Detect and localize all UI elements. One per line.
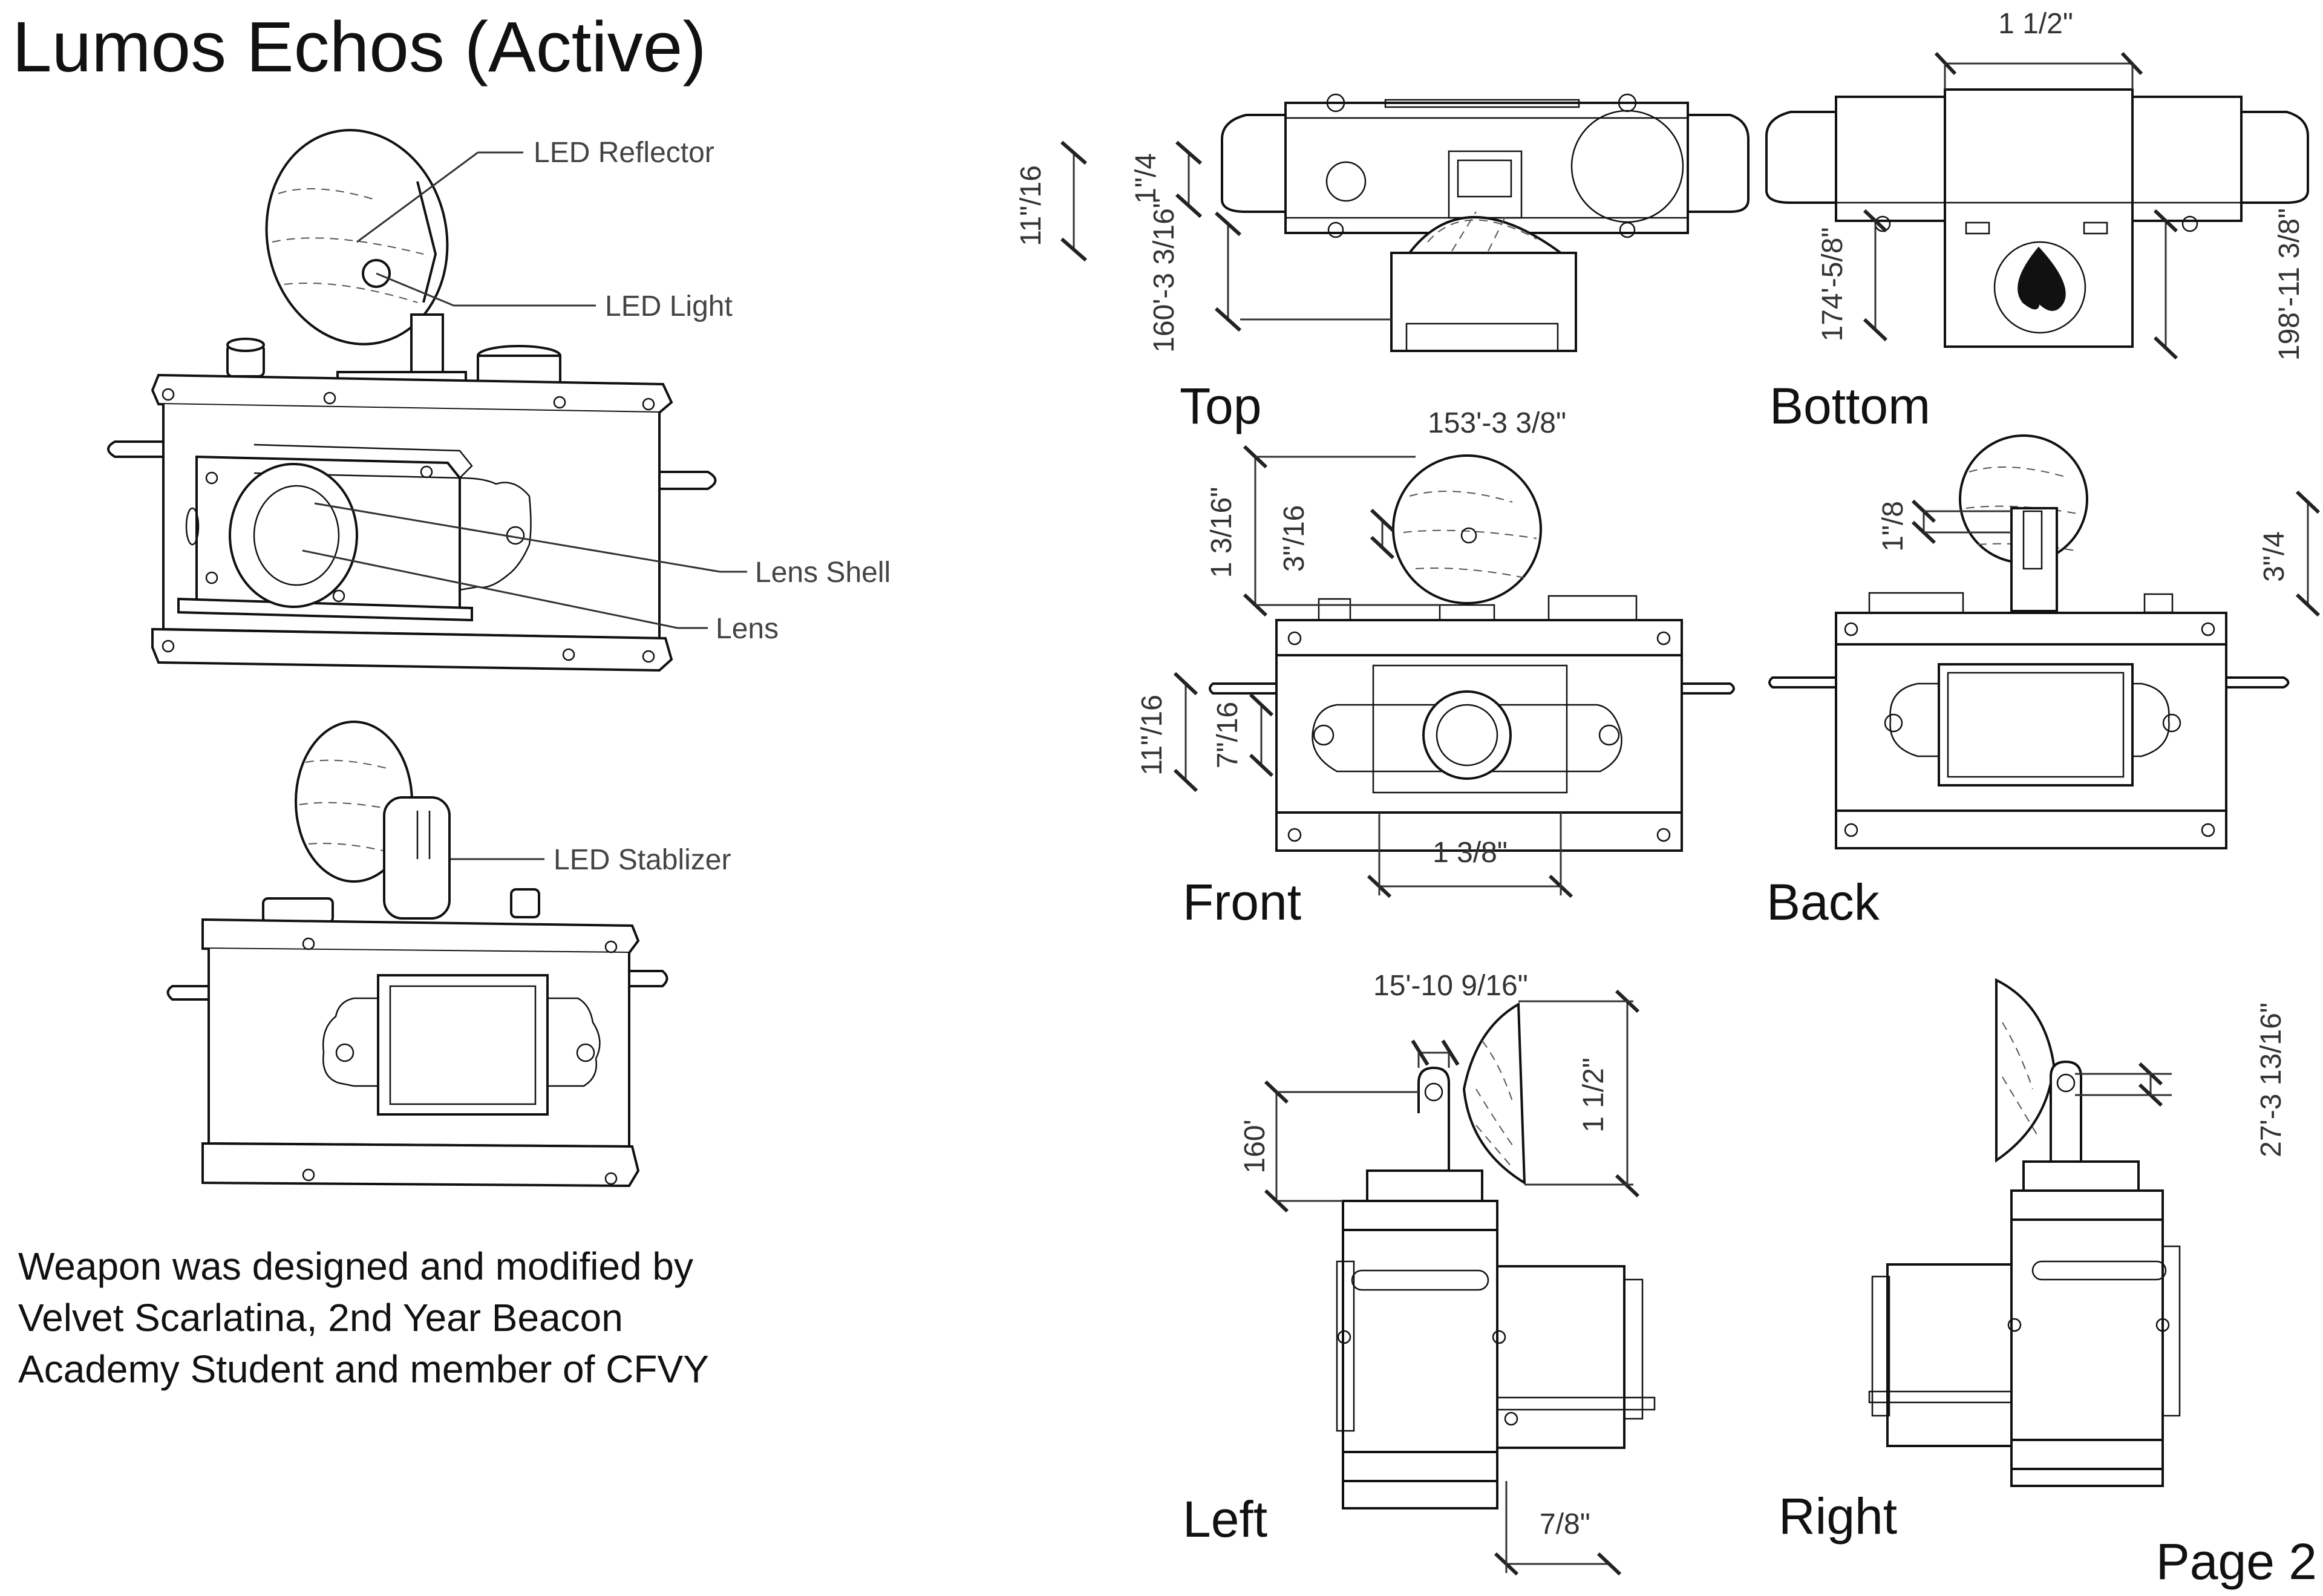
label-right-view: Right bbox=[1779, 1488, 1897, 1545]
dim-front-c: 11"/16 bbox=[1136, 695, 1168, 776]
dim-front-b: 3"/16 bbox=[1278, 505, 1310, 572]
credit-line-3: Academy Student and member of CFVY bbox=[18, 1347, 709, 1391]
dim-left-b: 1 1/2" bbox=[1578, 1058, 1610, 1133]
callout-led-reflector: LED Reflector bbox=[534, 137, 714, 169]
bottom-view bbox=[1765, 88, 2309, 348]
bottom-view-dimensions bbox=[1863, 51, 2178, 360]
dim-back-a: 1"/8 bbox=[1877, 501, 1909, 552]
sheet-title: Lumos Echos (Active) bbox=[12, 7, 707, 87]
dim-top-a: 11"/16 bbox=[1015, 165, 1047, 246]
label-bottom-view: Bottom bbox=[1769, 378, 1930, 434]
right-view bbox=[1868, 978, 2181, 1487]
dim-left-top: 15'-10 9/16" bbox=[1373, 970, 1528, 1002]
right-view-dimensions bbox=[2075, 1062, 2172, 1107]
callout-lens: Lens bbox=[716, 613, 779, 645]
label-front-view: Front bbox=[1183, 874, 1301, 930]
dim-bottom-a: 174'-5/8" bbox=[1817, 227, 1849, 342]
heart-emblem-icon bbox=[2018, 246, 2066, 311]
left-view-dimensions bbox=[1264, 989, 1640, 1576]
back-view bbox=[1768, 434, 2290, 849]
label-left-view: Left bbox=[1183, 1491, 1267, 1548]
dim-front-width: 153'-3 3/8" bbox=[1428, 407, 1566, 439]
dim-top-c: 160'-3 3/16" bbox=[1148, 198, 1180, 353]
dim-left-a: 160' bbox=[1239, 1119, 1271, 1173]
callout-lens-shell: Lens Shell bbox=[755, 557, 890, 589]
screen-icon bbox=[377, 974, 549, 1116]
front-view bbox=[1209, 454, 1735, 852]
dim-top-b: 1"/4 bbox=[1130, 153, 1162, 204]
left-view bbox=[1336, 1002, 1656, 1509]
dim-back-b: 3"/4 bbox=[2258, 531, 2290, 582]
page-label: Page 2 bbox=[2156, 1533, 2317, 1590]
back-view-dimensions bbox=[1911, 490, 2321, 617]
dim-bottom-b: 198'-11 3/8" bbox=[2273, 208, 2305, 361]
dim-front-d: 7"/16 bbox=[1212, 702, 1244, 768]
label-back-view: Back bbox=[1766, 874, 1880, 930]
isometric-back-view bbox=[166, 721, 668, 1188]
label-top-view: Top bbox=[1180, 378, 1261, 434]
callout-led-stabilizer: LED Stablizer bbox=[554, 844, 731, 876]
dim-front-a: 1 3/16" bbox=[1206, 487, 1238, 578]
dim-left-c: 7/8" bbox=[1540, 1508, 1590, 1540]
top-view-dimensions bbox=[1060, 140, 1391, 332]
dim-bottom-width: 1 1/2" bbox=[1998, 8, 2073, 40]
back-screen-icon bbox=[1938, 663, 2134, 787]
credit-line-2: Velvet Scarlatina, 2nd Year Beacon bbox=[18, 1296, 623, 1339]
lens-icon bbox=[253, 485, 340, 586]
credit-line-1: Weapon was designed and modified by bbox=[18, 1244, 693, 1288]
front-view-dimensions bbox=[1173, 445, 1573, 898]
callout-leaders bbox=[302, 151, 747, 860]
dim-front-e: 1 3/8" bbox=[1433, 837, 1508, 869]
callout-led-light: LED Light bbox=[605, 290, 733, 322]
top-view bbox=[1221, 93, 1750, 352]
isometric-front-view bbox=[107, 129, 717, 672]
dim-right-a: 27'-3 13/16" bbox=[2255, 1002, 2287, 1157]
